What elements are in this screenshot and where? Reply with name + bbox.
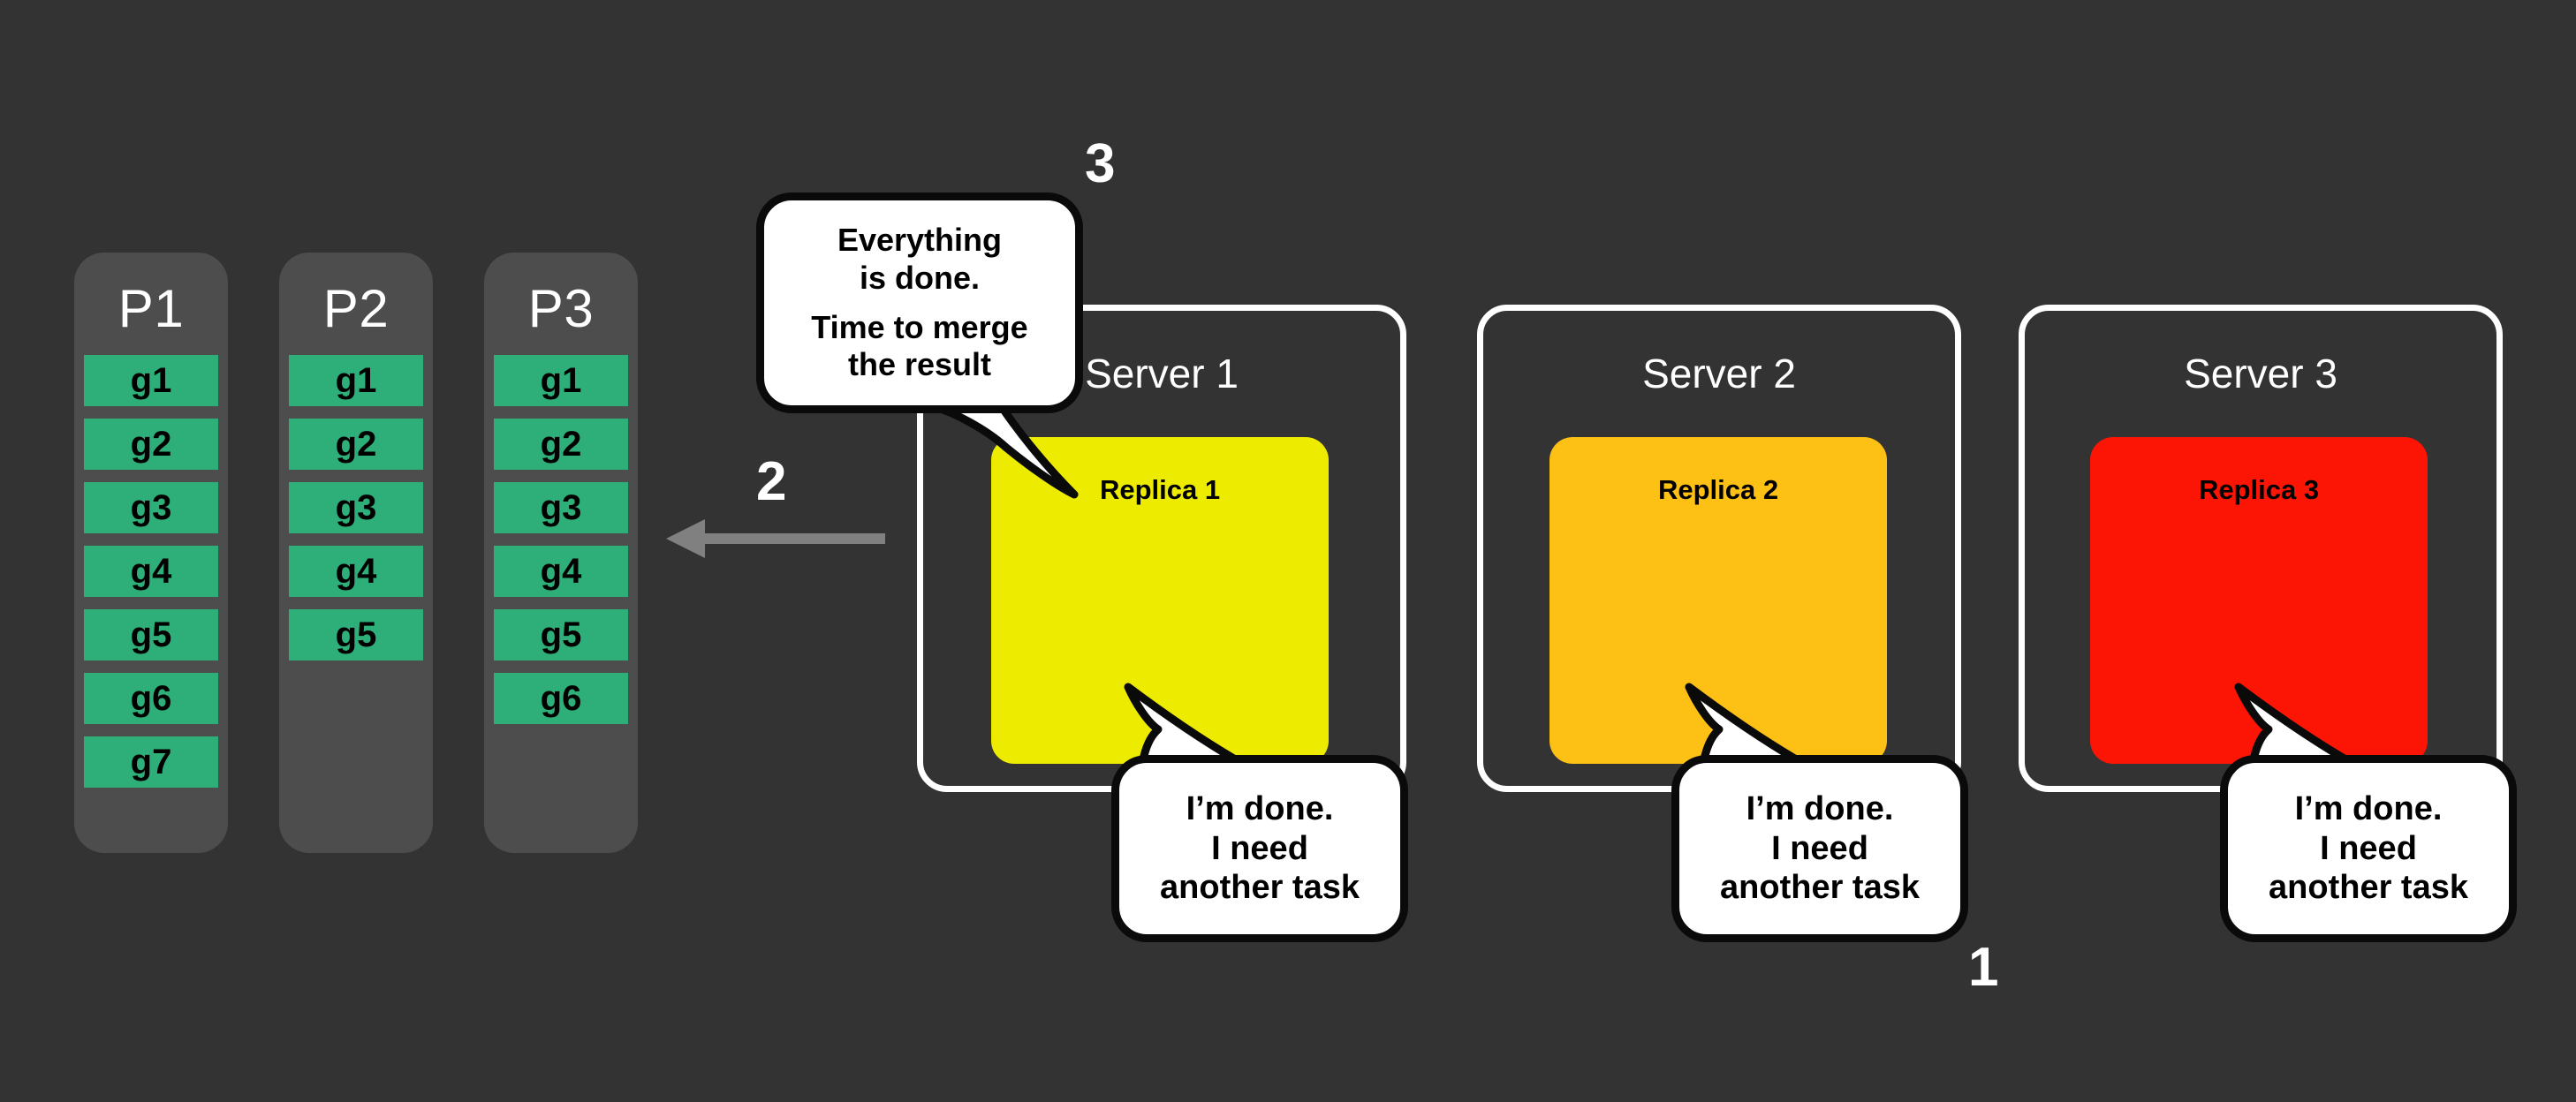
server-title-3: Server 3 [2184, 351, 2337, 396]
bubble-line: I need [1771, 829, 1868, 867]
partition-title: P1 [117, 279, 185, 338]
partition-column-p3: P3 g1 g2 g3 g4 g5 g6 [484, 253, 638, 853]
replica-box-1: Replica 1 [991, 437, 1329, 764]
replica-box-2: Replica 2 [1549, 437, 1887, 764]
merge-arrow [664, 512, 885, 565]
task-cell: g5 [289, 609, 423, 660]
task-cell: g3 [494, 482, 628, 533]
bubble-line: Everything [837, 222, 1003, 259]
task-cell: g5 [84, 609, 218, 660]
bubble-line: I need [2320, 829, 2417, 867]
left-arrow-icon [666, 519, 885, 558]
bubble-line: another task [2269, 869, 2468, 907]
bubble-line: the result [847, 346, 992, 383]
server-title-1: Server 1 [1085, 351, 1239, 396]
server-title-2: Server 2 [1642, 351, 1796, 396]
bubble-line: I’m done. [1746, 789, 1894, 827]
task-cell: g2 [84, 419, 218, 470]
step-number-1: 1 [1968, 937, 1999, 998]
bubble-line: I need [1211, 829, 1308, 867]
task-cell: g4 [289, 546, 423, 597]
task-cell: g2 [494, 419, 628, 470]
speech-bubble-done-3: I’m done. I need another task [2220, 755, 2517, 942]
bubble-line: I’m done. [1186, 789, 1334, 827]
task-cell: g6 [84, 673, 218, 724]
bubble-line: Time to merge [811, 309, 1028, 345]
task-cell: g3 [84, 482, 218, 533]
partition-column-p1: P1 g1 g2 g3 g4 g5 g6 g7 [74, 253, 228, 853]
bubble-line: I’m done. [2294, 789, 2443, 827]
task-cell: g1 [494, 355, 628, 406]
task-cell: g2 [289, 419, 423, 470]
bubble-line: another task [1720, 869, 1920, 907]
partition-column-p2: P2 g1 g2 g3 g4 g5 [279, 253, 433, 853]
task-cell: g7 [84, 736, 218, 788]
speech-bubble-merge: Everything is done. Time to merge the re… [756, 192, 1083, 413]
speech-bubble-done-1: I’m done. I need another task [1111, 755, 1408, 942]
bubble-line: another task [1160, 869, 1360, 907]
step-number-3: 3 [1085, 133, 1116, 194]
task-cell: g6 [494, 673, 628, 724]
task-cell: g4 [84, 546, 218, 597]
speech-bubble-done-2: I’m done. I need another task [1671, 755, 1968, 942]
task-cell: g5 [494, 609, 628, 660]
replica-box-3: Replica 3 [2090, 437, 2428, 764]
partition-title: P2 [322, 279, 390, 338]
replica-label-2: Replica 2 [1657, 474, 1779, 505]
task-cell: g1 [84, 355, 218, 406]
task-cell: g4 [494, 546, 628, 597]
replica-label-1: Replica 1 [1099, 474, 1221, 505]
task-cell: g1 [289, 355, 423, 406]
partition-title: P3 [527, 279, 595, 338]
bubble-line: is done. [859, 259, 981, 296]
task-cell: g3 [289, 482, 423, 533]
step-number-2: 2 [756, 451, 787, 512]
replica-label-3: Replica 3 [2198, 474, 2320, 505]
